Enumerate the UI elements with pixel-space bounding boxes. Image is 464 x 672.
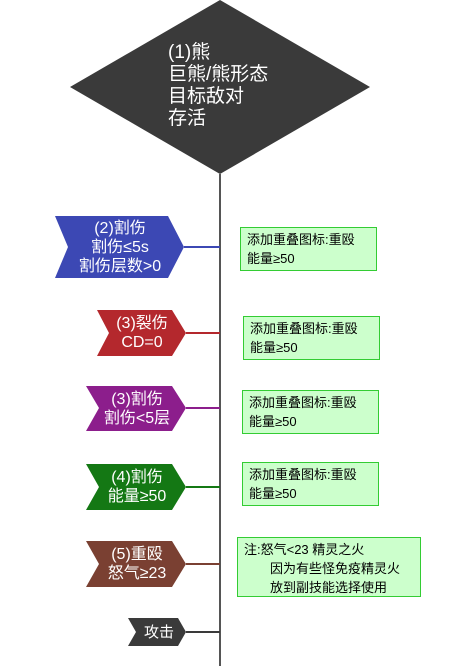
- step-3b-note: 添加重叠图标:重殴 能量≥50: [242, 390, 379, 434]
- step-line: 攻击: [143, 623, 174, 641]
- root-line: 目标敌对: [168, 86, 245, 107]
- step-3a-note: 添加重叠图标:重殴 能量≥50: [243, 316, 380, 360]
- step-line: (3)裂伤: [116, 315, 168, 332]
- step-line: (2)割伤: [94, 219, 146, 237]
- step-line: (3)割伤: [111, 390, 163, 408]
- root-line: 巨熊/熊形态: [168, 64, 269, 85]
- step-2-note: 添加重叠图标:重殴 能量≥50: [240, 227, 377, 271]
- root-line: (1)熊: [168, 42, 211, 63]
- attack-label: 攻击: [136, 618, 182, 646]
- note-line: 放到副技能选择使用: [270, 580, 388, 595]
- note-line: 能量≥50: [249, 486, 297, 501]
- note-line: 能量≥50: [247, 251, 295, 266]
- step-4-label: (4)割伤 能量≥50: [98, 464, 176, 510]
- note-line: 能量≥50: [250, 340, 298, 355]
- step-line: (5)重殴: [111, 546, 163, 563]
- step-line: 割伤层数>0: [78, 257, 162, 275]
- root-condition-text: (1)熊 巨熊/熊形态 目标敌对 存活: [168, 42, 268, 130]
- note-line: 因为有些怪免疫精灵火: [270, 561, 401, 576]
- note-line: 添加重叠图标:重殴: [249, 467, 357, 482]
- step-shape-3a: [97, 310, 186, 356]
- step-line: 怒气≥23: [107, 565, 167, 582]
- step-shape-5: [86, 541, 186, 587]
- step-5-label: (5)重殴 怒气≥23: [98, 541, 176, 587]
- step-4-note: 添加重叠图标:重殴 能量≥50: [242, 462, 379, 506]
- root-diamond: [70, 0, 370, 174]
- step-line: (4)割伤: [111, 469, 163, 486]
- step-shape-4: [86, 464, 186, 510]
- step-shape-3b: [86, 386, 186, 431]
- step-3a-label: (3)裂伤 CD=0: [110, 310, 174, 356]
- step-shape-2: [55, 216, 184, 278]
- root-line: 存活: [168, 108, 207, 129]
- note-line: 能量≥50: [249, 414, 297, 429]
- step-2-label: (2)割伤 割伤≤5s 割伤层数>0: [72, 216, 168, 278]
- step-line: 能量≥50: [107, 488, 167, 505]
- step-line: CD=0: [121, 334, 163, 351]
- step-line: 割伤<5层: [103, 409, 171, 427]
- note-line: 添加重叠图标:重殴: [250, 321, 358, 336]
- note-line: 添加重叠图标:重殴: [247, 232, 355, 247]
- note-line: 添加重叠图标:重殴: [249, 395, 357, 410]
- step-line: 割伤≤5s: [91, 238, 149, 256]
- step-shape-attack: [128, 618, 186, 646]
- note-line: 注:怒气<23 精灵之火: [244, 542, 365, 557]
- step-3b-label: (3)割伤 割伤<5层: [98, 386, 176, 431]
- step-5-note: 注:怒气<23 精灵之火 因为有些怪免疫精灵火 放到副技能选择使用: [237, 537, 421, 597]
